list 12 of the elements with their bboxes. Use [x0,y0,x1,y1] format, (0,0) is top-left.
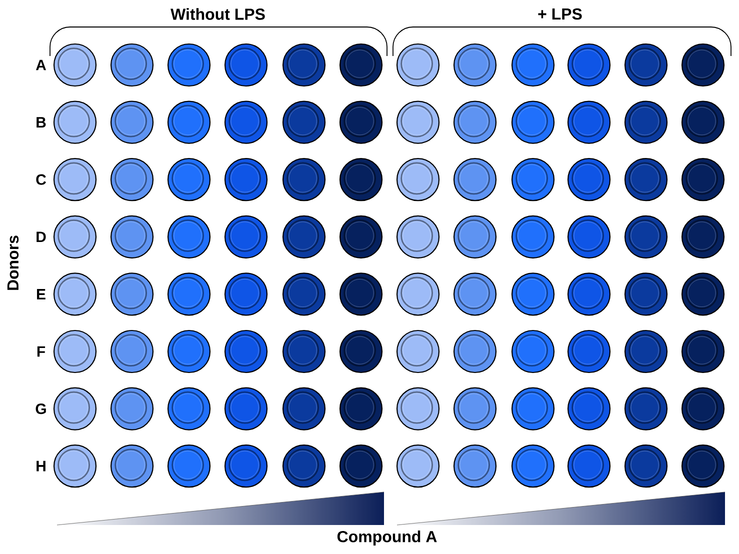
row-label: H [36,460,46,472]
row-label: F [37,346,46,357]
axis-label: Donors [7,236,19,290]
group-heading: Without LPS [170,8,265,20]
row-label: D [36,232,46,242]
row-label: E [37,289,46,300]
row-label: B [36,117,46,128]
row-label: G [36,403,46,414]
row-label: C [36,174,46,185]
row-label: A [36,60,46,70]
axis-label: Compound A [337,530,437,546]
group-heading: + LPS [538,8,582,20]
